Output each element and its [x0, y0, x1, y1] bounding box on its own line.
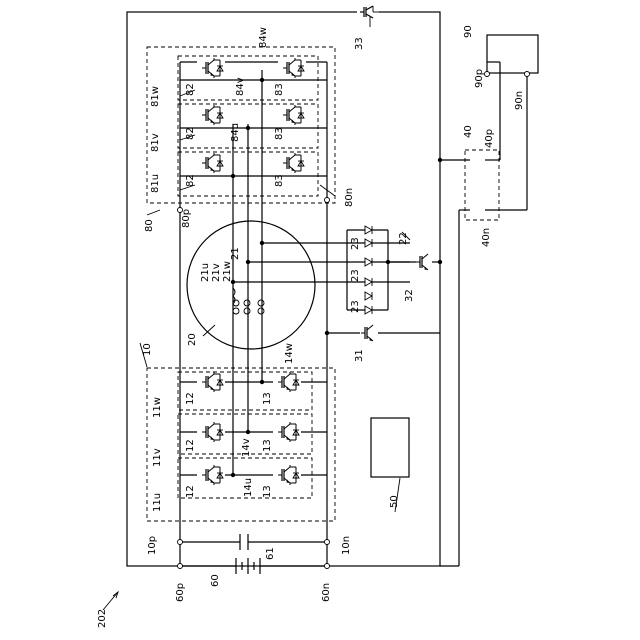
junction-dots	[178, 72, 530, 569]
label-40n: 40n	[481, 228, 492, 247]
label-83-b: 83	[274, 127, 285, 140]
label-60: 60	[210, 574, 221, 587]
label-84v: 84v	[235, 77, 246, 96]
label-12-c: 12	[185, 485, 196, 498]
label-23-c: 23	[350, 300, 361, 313]
label-80p: 80p	[181, 209, 192, 228]
label-13-b: 13	[262, 439, 273, 452]
label-82-a: 82	[185, 83, 196, 96]
inverter-80	[147, 47, 335, 203]
label-10: 10	[142, 343, 153, 356]
label-14w: 14w	[284, 343, 295, 364]
label-81v: 81v	[150, 133, 161, 152]
label-50: 50	[389, 495, 400, 508]
label-90p: 90p	[474, 69, 485, 88]
label-14v: 14v	[241, 438, 252, 457]
relay-32	[416, 253, 432, 271]
label-83-a: 83	[274, 83, 285, 96]
label-90: 90	[463, 25, 474, 38]
label-10p: 10p	[147, 536, 158, 555]
label-60p: 60p	[175, 583, 186, 602]
igbt-grid-10	[197, 372, 301, 485]
label-84u: 84u	[230, 123, 241, 142]
label-11u: 11u	[152, 493, 163, 512]
label-21: 21	[230, 247, 241, 260]
label-12-a: 12	[185, 392, 196, 405]
label-40p: 40p	[484, 129, 495, 148]
label-82-c: 82	[185, 174, 196, 187]
capacitor-icon	[240, 534, 248, 550]
label-21v: 21v	[211, 263, 222, 282]
label-12-b: 12	[185, 439, 196, 452]
diode-bridge-23	[365, 226, 372, 314]
motor-20	[187, 221, 315, 349]
label-11v: 11v	[152, 448, 163, 467]
label-23-a: 23	[350, 237, 361, 250]
box-50	[371, 418, 409, 477]
label-84w: 84w	[258, 27, 269, 48]
label-22: 22	[398, 232, 409, 245]
label-90n: 90n	[514, 91, 525, 110]
relay-33	[357, 6, 379, 27]
label-81u: 81u	[150, 174, 161, 193]
label-32: 32	[404, 289, 415, 302]
label-83-c: 83	[274, 174, 285, 187]
label-14u: 14u	[243, 478, 254, 497]
label-82-b: 82	[185, 127, 196, 140]
label-202: 202	[97, 609, 108, 628]
label-21w: 21w	[222, 261, 233, 282]
label-23-b: 23	[350, 269, 361, 282]
label-20: 20	[187, 333, 198, 346]
label-31: 31	[354, 349, 365, 362]
label-10n: 10n	[341, 536, 352, 555]
label-21u: 21u	[200, 263, 211, 282]
label-61: 61	[265, 547, 276, 560]
label-80n: 80n	[344, 188, 355, 207]
label-40: 40	[463, 125, 474, 138]
labels: 202 10 10p 10n 11u 11v 11w 12 12 12 13 1…	[97, 25, 525, 628]
label-60n: 60n	[321, 583, 332, 602]
label-80: 80	[144, 219, 155, 232]
relay-31	[361, 324, 377, 342]
label-13-a: 13	[262, 392, 273, 405]
label-11w: 11w	[152, 397, 163, 418]
box-90	[487, 35, 538, 73]
label-81w: 81w	[150, 86, 161, 107]
label-33: 33	[354, 37, 365, 50]
label-13-c: 13	[262, 485, 273, 498]
igbt-grid-80	[197, 58, 306, 173]
